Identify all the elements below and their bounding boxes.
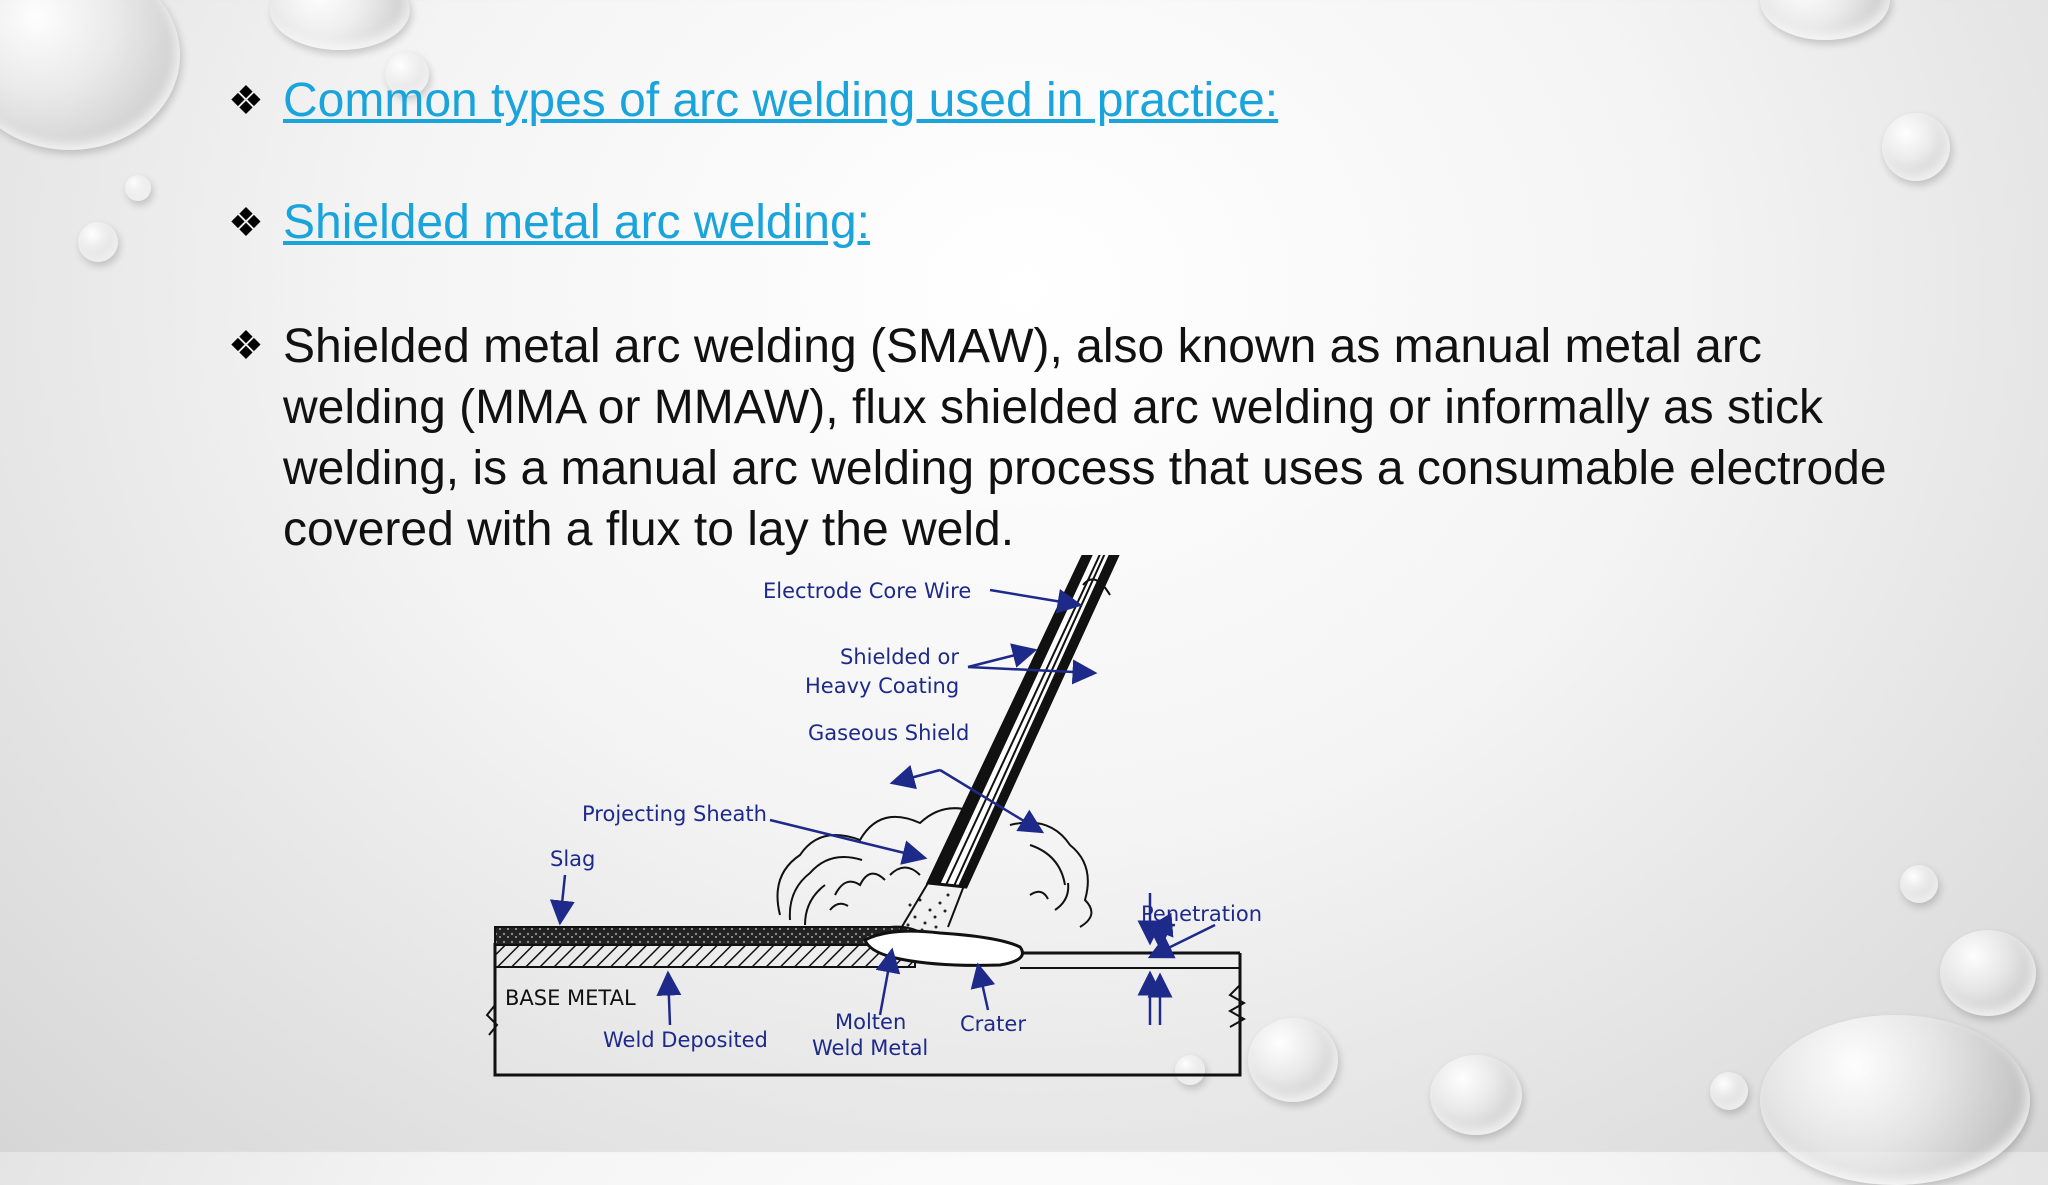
base-metal-break-left	[485, 1004, 499, 1036]
label-slag: Slag	[550, 847, 595, 871]
water-drop-decoration	[1430, 1055, 1522, 1135]
label-molten: Molten	[835, 1010, 906, 1034]
water-drop-decoration	[1882, 113, 1950, 181]
smaw-process-diagram: Electrode Core Wire Shielded or Heavy Co…	[485, 555, 1262, 1077]
smaw-description-text: Shielded metal arc welding (SMAW), also …	[283, 320, 1887, 556]
base-metal-break-right	[1227, 984, 1247, 1028]
water-drop-decoration	[270, 0, 410, 50]
label-weld-metal: Weld Metal	[812, 1036, 928, 1060]
water-drop-decoration	[1248, 1018, 1338, 1102]
water-drop-decoration	[125, 175, 151, 201]
base-metal-outline	[493, 943, 1242, 1077]
label-weld-deposited: Weld Deposited	[603, 1028, 768, 1052]
water-drop-decoration	[1900, 865, 1938, 903]
bullet-diamond-icon: ❖	[228, 79, 264, 123]
weld-deposited-layer	[494, 942, 916, 968]
water-drop-decoration	[78, 222, 118, 262]
label-penetration: Penetration	[1141, 902, 1262, 926]
label-crater: Crater	[960, 1012, 1026, 1036]
bullet-diamond-icon: ❖	[228, 324, 264, 368]
arc-spark-cone	[906, 893, 950, 932]
water-drop-decoration	[1175, 1055, 1205, 1085]
label-base-metal: BASE METAL	[505, 986, 636, 1010]
arc-cone-outline	[899, 882, 966, 931]
bullet-heading-smaw: ❖ Shielded metal arc welding:	[228, 194, 870, 252]
water-drop-decoration	[385, 52, 429, 96]
penetration-arrow	[1147, 923, 1216, 959]
link-shielded-metal-arc-welding[interactable]: Shielded metal arc welding:	[283, 196, 870, 249]
water-drop-decoration	[1760, 1015, 2030, 1185]
water-drop-decoration	[1760, 0, 1890, 40]
label-gaseous-shield: Gaseous Shield	[808, 721, 969, 745]
water-drop-decoration	[1710, 1072, 1748, 1110]
water-drop-decoration	[1940, 930, 2036, 1016]
slag-layer	[494, 925, 926, 946]
bullet-diamond-icon: ❖	[228, 201, 264, 245]
bullet-heading-arc-welding-types: ❖ Common types of arc welding used in pr…	[228, 72, 1278, 130]
bullet-smaw-description: ❖ Shielded metal arc welding (SMAW), als…	[228, 316, 1903, 560]
link-common-arc-welding-types[interactable]: Common types of arc welding used in prac…	[283, 74, 1279, 127]
label-electrode-core-wire: Electrode Core Wire	[763, 579, 971, 603]
label-shielded-or: Shielded or	[840, 645, 959, 669]
label-heavy-coating: Heavy Coating	[805, 674, 959, 698]
label-projecting-sheath: Projecting Sheath	[582, 802, 767, 826]
water-drop-decoration	[0, 0, 180, 150]
